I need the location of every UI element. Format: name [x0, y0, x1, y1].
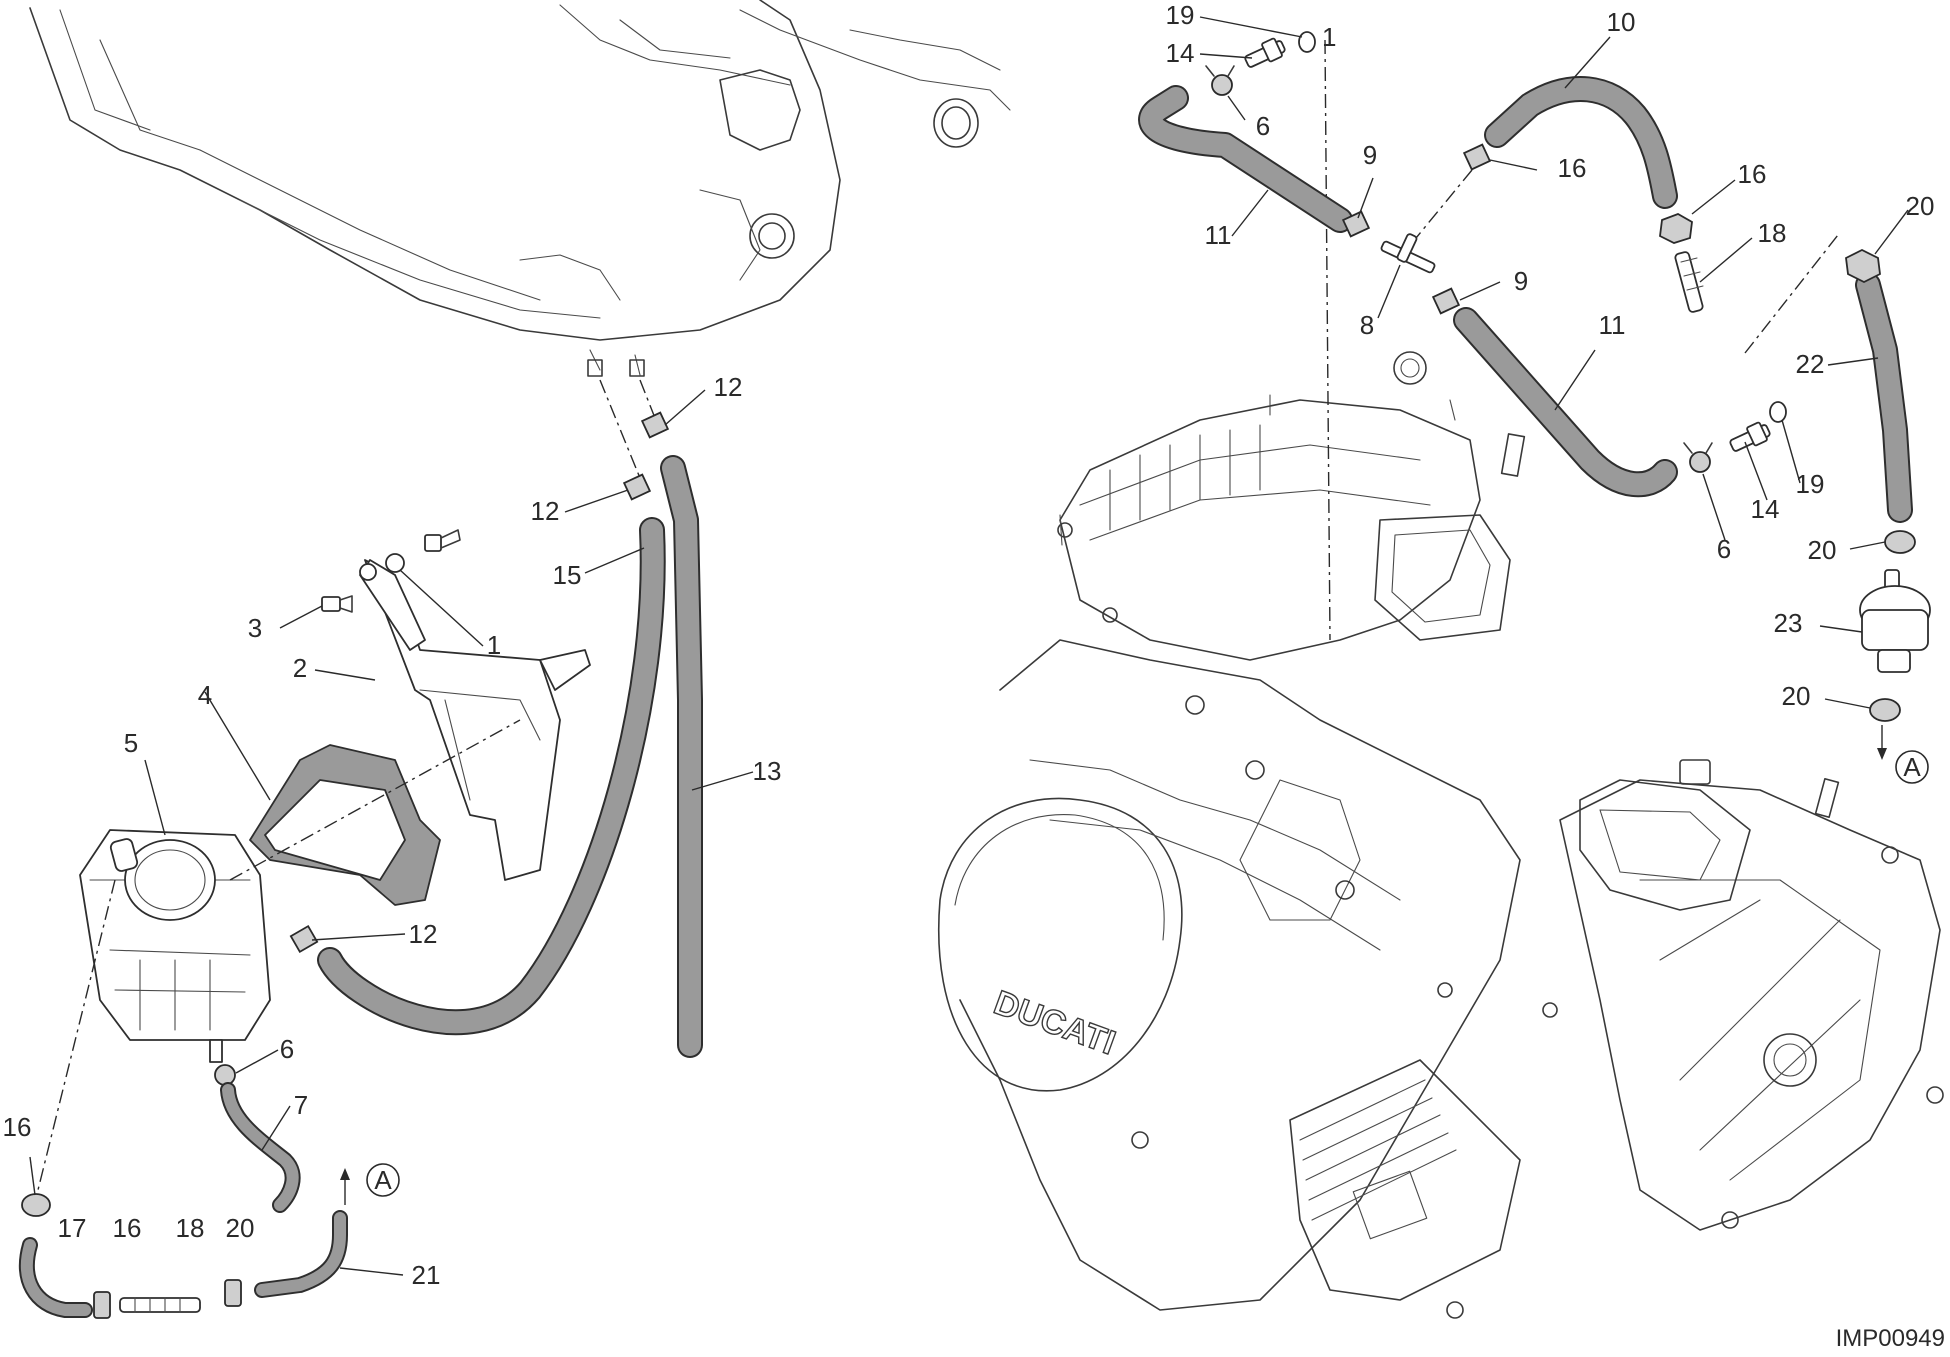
callout-9-mid: 9 — [1514, 266, 1528, 296]
callout-10: 10 — [1607, 7, 1636, 37]
callout-15: 15 — [553, 560, 582, 590]
engine-drawing: DUCATI — [938, 351, 1944, 1319]
clamp-9-top — [1341, 210, 1371, 238]
t-fitting-8 — [1380, 233, 1436, 274]
assembly-axis-line — [1744, 234, 1839, 354]
fuel-tank-drawing — [29, 0, 1011, 377]
clamp-12-mid — [622, 473, 652, 501]
callout-11-right: 11 — [1599, 310, 1626, 340]
ducati-logo: DUCATI — [989, 984, 1120, 1063]
callout-22: 22 — [1796, 349, 1825, 379]
valve-23 — [1859, 569, 1931, 673]
callout-11-left: 11 — [1205, 220, 1232, 250]
leader-lines — [29, 16, 1909, 1276]
hose-7 — [220, 1082, 301, 1213]
clamp-16-low — [21, 1193, 51, 1217]
assembly-axis-line — [639, 379, 656, 419]
assembly-axis-line — [1415, 169, 1473, 239]
clamp-16-top-b — [1659, 213, 1693, 244]
clamp-6-top — [1205, 65, 1235, 96]
callout-23: 23 — [1774, 608, 1803, 638]
washer-19-right — [1769, 401, 1787, 423]
callout-8: 8 — [1360, 310, 1374, 340]
callout-9-top: 9 — [1363, 140, 1377, 170]
image-code: IMP00949 — [1836, 1325, 1945, 1352]
callout-20-mid: 20 — [1808, 535, 1837, 565]
clamp-20-bottom — [224, 1279, 242, 1307]
callout-3: 3 — [248, 613, 262, 643]
callout-19-top: 19 — [1166, 0, 1195, 30]
reference-arrow-a-right: A — [1877, 725, 1929, 784]
fitting-18-right — [1674, 251, 1704, 313]
clamp-20-top — [1845, 248, 1881, 284]
clamp-20-low — [1869, 698, 1901, 722]
fitting-18-bottom — [119, 1297, 201, 1313]
callout-21: 21 — [412, 1260, 441, 1290]
clamp-16-top-a — [1462, 143, 1492, 171]
callout-4: 4 — [198, 680, 212, 710]
hose-17 — [18, 1237, 93, 1318]
expansion-reservoir-5 — [79, 829, 271, 1063]
callout-17: 17 — [58, 1213, 87, 1243]
callout-16-top-b: 16 — [1738, 159, 1767, 189]
callout-18-bottom: 18 — [176, 1213, 205, 1243]
reference-arrow-a-bottom: A — [340, 1163, 400, 1205]
callout-6-top: 6 — [1256, 111, 1270, 141]
clamp-6-low — [214, 1064, 236, 1086]
screw-top-bracket — [385, 529, 461, 573]
callout-1-left: 1 — [487, 630, 501, 660]
callout-13: 13 — [753, 756, 782, 786]
clamp-9-mid — [1431, 287, 1461, 315]
strap-1 — [359, 559, 426, 651]
hose-22 — [1855, 272, 1913, 523]
callout-12-low: 12 — [409, 919, 438, 949]
fitting-14-top — [1244, 37, 1286, 68]
clamp-6-right — [1683, 442, 1713, 473]
callout-16-low: 16 — [3, 1112, 32, 1142]
rubber-holder-4 — [249, 744, 441, 906]
callout-18-right: 18 — [1758, 218, 1787, 248]
callout-20-low: 20 — [1782, 681, 1811, 711]
clamp-12-top — [640, 411, 670, 439]
callout-20-bottom: 20 — [226, 1213, 255, 1243]
hose-13 — [660, 455, 703, 1058]
hose-11-left — [1138, 85, 1353, 233]
callout-16-bottom: 16 — [113, 1213, 142, 1243]
callout-6-right: 6 — [1717, 534, 1731, 564]
hose-15 — [317, 517, 666, 1036]
callout-6-low: 6 — [280, 1034, 294, 1064]
fitting-14-right — [1729, 421, 1771, 452]
callout-2: 2 — [293, 653, 307, 683]
hose-11-right — [1453, 307, 1678, 498]
callout-5: 5 — [124, 728, 138, 758]
hose-10 — [1484, 76, 1678, 209]
callout-14-right: 14 — [1751, 494, 1780, 524]
callout-7: 7 — [294, 1090, 308, 1120]
assembly-axis-line — [229, 719, 521, 881]
reference-marker-a-bottom: A — [374, 1165, 392, 1195]
washer-19-top — [1298, 31, 1316, 53]
hose-21 — [254, 1210, 348, 1298]
callout-12-mid: 12 — [531, 496, 560, 526]
callout-14-top: 14 — [1166, 38, 1195, 68]
reference-marker-a-right: A — [1903, 752, 1921, 782]
clamp-16-bottom — [93, 1291, 111, 1319]
clamp-20-mid — [1884, 530, 1916, 554]
assembly-axis-line — [1324, 39, 1331, 641]
assembly-axis-line — [37, 879, 116, 1191]
callout-1-top: 1 — [1322, 22, 1336, 52]
screw-3 — [321, 595, 353, 613]
clamp-12-low — [289, 924, 319, 954]
callout-20-top: 20 — [1906, 191, 1935, 221]
assembly-axis-line — [599, 379, 641, 479]
callout-16-top-a: 16 — [1558, 153, 1587, 183]
callout-19-right: 19 — [1796, 469, 1825, 499]
callout-12-top: 12 — [714, 372, 743, 402]
